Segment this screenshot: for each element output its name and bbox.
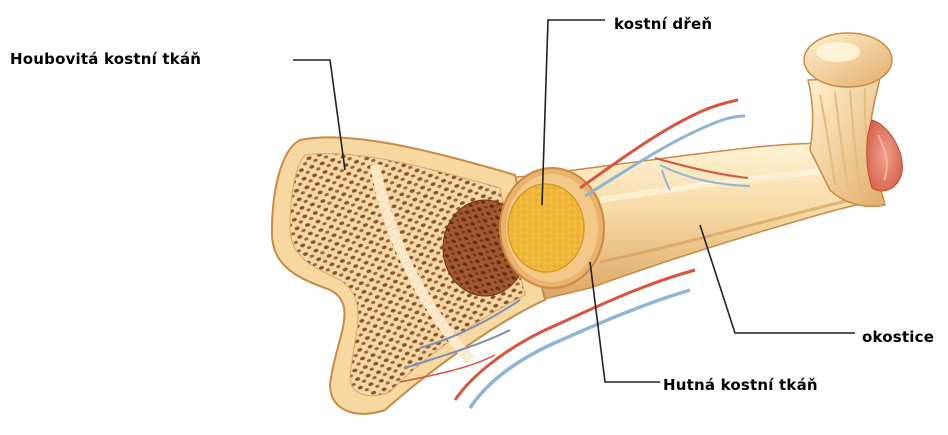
articular-cartilage bbox=[867, 120, 903, 191]
label-spongy-bone: Houbovitá kostní tkáň bbox=[10, 50, 201, 68]
label-bone-marrow: kostní dřeň bbox=[614, 15, 712, 33]
bone-marrow-cavity bbox=[508, 184, 584, 272]
label-compact-bone: Hutná kostní tkáň bbox=[663, 376, 818, 394]
label-periosteum: okostice bbox=[862, 328, 934, 346]
